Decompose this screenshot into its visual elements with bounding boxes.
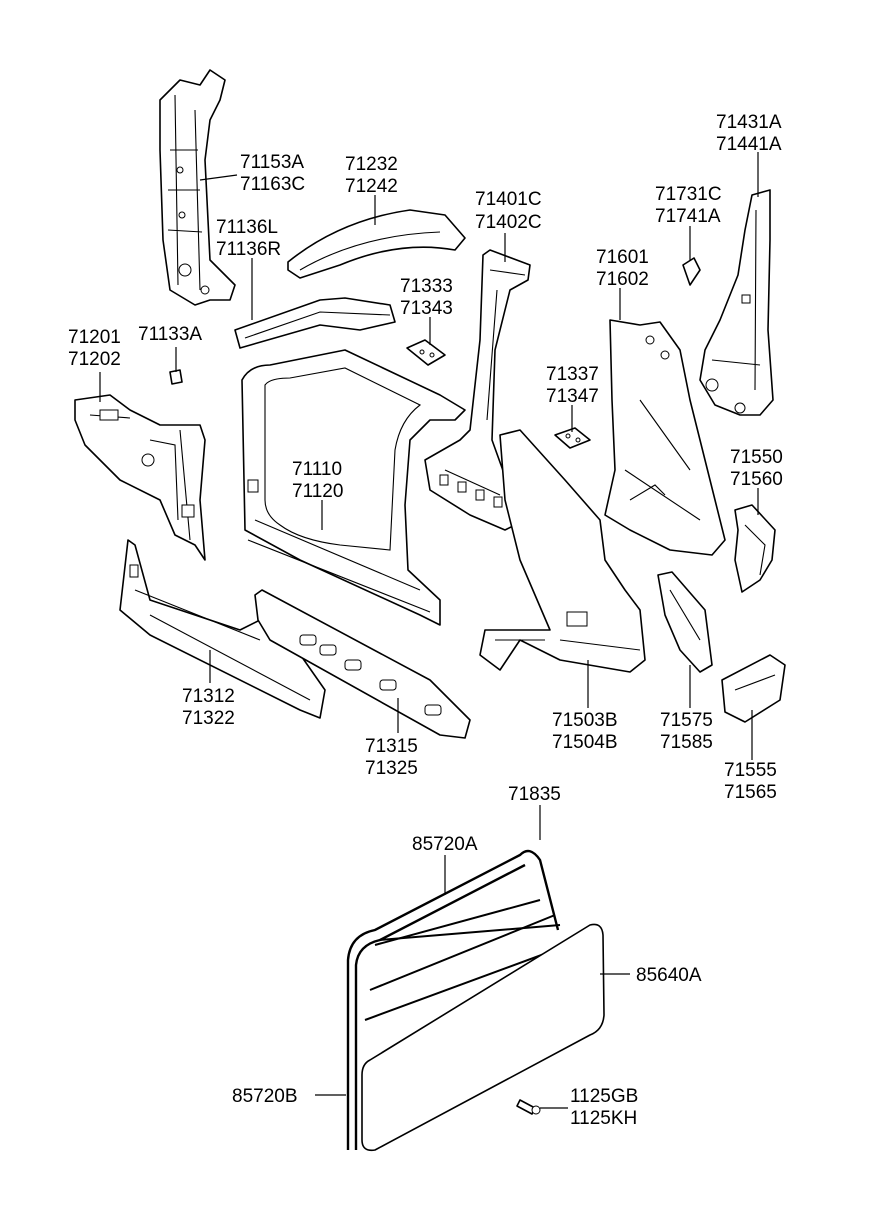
part-screw <box>516 1099 541 1115</box>
part-rear-lower-bracket <box>657 571 713 673</box>
label-71741a: 71741A <box>655 206 721 227</box>
label-71201: 71201 <box>68 327 121 348</box>
leader-lines <box>99 152 759 1109</box>
label-71575: 71575 <box>660 710 713 731</box>
label-71550: 71550 <box>730 447 783 468</box>
label-71133a: 71133A <box>138 324 202 345</box>
label-71120: 71120 <box>292 481 343 502</box>
label-71343: 71343 <box>400 298 453 319</box>
label-71325: 71325 <box>365 758 418 779</box>
label-71431a: 71431A <box>716 112 782 133</box>
label-71163c: 71163C <box>240 174 305 195</box>
label-71232: 71232 <box>345 154 398 175</box>
part-rear-bracket-upper <box>734 504 776 593</box>
part-luggage-panel <box>361 923 605 1152</box>
part-rear-pillar <box>699 189 774 416</box>
label-71202: 71202 <box>68 349 121 370</box>
label-85720b: 85720B <box>232 1086 298 1107</box>
label-71602: 71602 <box>596 269 649 290</box>
part-pillar-clip <box>682 257 701 286</box>
part-sill-reinforcement <box>254 589 471 739</box>
label-71560: 71560 <box>730 469 783 490</box>
label-71242: 71242 <box>345 176 398 197</box>
label-71441a: 71441A <box>716 134 782 155</box>
label-71731c: 71731C <box>655 184 722 205</box>
part-quarter-inner-panel <box>604 319 726 556</box>
label-71315: 71315 <box>365 736 418 757</box>
label-71504b: 71504B <box>552 732 618 753</box>
label-71401c: 71401C <box>475 189 542 210</box>
part-small-bracket-a <box>406 339 446 366</box>
label-71322: 71322 <box>182 708 235 729</box>
label-71347: 71347 <box>546 386 599 407</box>
label-71153a: 71153A <box>240 152 304 173</box>
label-71835: 71835 <box>508 784 561 805</box>
part-front-pillar-inner <box>159 69 236 306</box>
part-roof-side-rail <box>287 209 466 279</box>
label-71136r: 71136R <box>216 239 281 260</box>
label-71337: 71337 <box>546 364 599 385</box>
part-small-bracket-b <box>554 427 591 449</box>
part-quarter-outer-lower <box>479 429 646 673</box>
label-71555: 71555 <box>724 760 777 781</box>
label-71503b: 71503B <box>552 710 618 731</box>
label-71333: 71333 <box>400 276 453 297</box>
part-side-outer-panel <box>241 349 466 626</box>
label-1125gb: 1125GB <box>570 1086 638 1107</box>
part-clip <box>169 369 183 385</box>
label-71585: 71585 <box>660 732 713 753</box>
part-side-sill <box>119 539 326 719</box>
label-71136l: 71136L <box>216 217 278 238</box>
part-dash-side-panel <box>74 394 206 561</box>
part-reinforcement-strip <box>234 297 396 349</box>
part-roof-rack-frame <box>346 849 561 1150</box>
label-85640a: 85640A <box>636 965 702 986</box>
label-71601: 71601 <box>596 247 649 268</box>
part-number-labels: 71153A 71163C 71232 71242 71136L 71136R … <box>68 112 783 1129</box>
label-85720a: 85720A <box>412 834 478 855</box>
label-71312: 71312 <box>182 686 235 707</box>
part-b-pillar <box>424 249 531 531</box>
part-rear-gusset <box>721 654 786 723</box>
label-1125kh: 1125KH <box>570 1108 637 1129</box>
label-71402c: 71402C <box>475 212 542 233</box>
label-71565: 71565 <box>724 782 777 803</box>
label-71110: 71110 <box>292 459 342 480</box>
